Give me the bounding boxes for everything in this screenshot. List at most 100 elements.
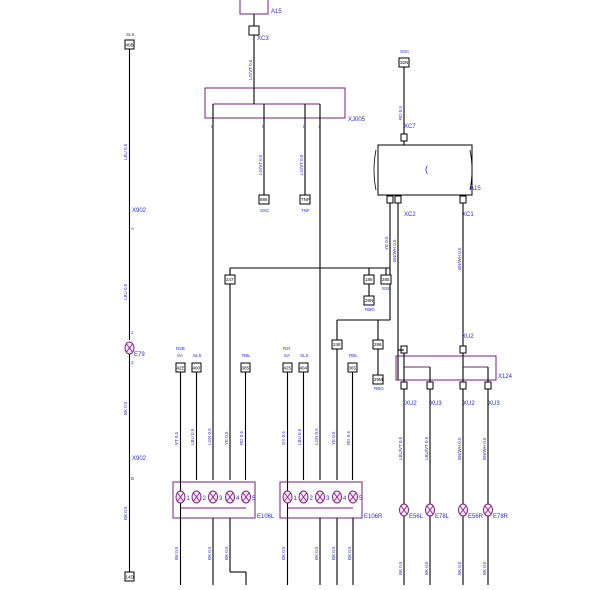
- svg-text:BK 0.5: BK 0.5: [123, 506, 128, 520]
- svg-text:BN/WH 0.5: BN/WH 0.5: [482, 437, 487, 460]
- e78l-label: E78L: [435, 514, 450, 520]
- svg-text:RBL: RBL: [242, 353, 251, 358]
- svg-text:40B: 40B: [126, 43, 134, 48]
- svg-text:BK 0.5: BK 0.5: [123, 401, 128, 415]
- x124-connector: [395, 355, 497, 381]
- svg-text:BK 0.5: BK 0.5: [398, 561, 403, 575]
- svg-text:B: B: [131, 476, 134, 481]
- svg-text:7: 7: [318, 124, 321, 129]
- pin-number: 4: [236, 496, 240, 502]
- svg-text:SA: SA: [284, 353, 290, 358]
- svg-text:SSC: SSC: [382, 286, 392, 291]
- x902-a-label: X902: [132, 208, 147, 214]
- svg-text:VT 0.5: VT 0.5: [174, 431, 179, 445]
- svg-text:286: 286: [374, 342, 382, 347]
- x902-b-label: X902: [132, 456, 147, 462]
- svg-text:RBG: RBG: [374, 386, 384, 391]
- lamp: 3: [315, 490, 330, 504]
- pin-number: 1: [294, 496, 298, 502]
- lamp-e78l: [425, 503, 435, 517]
- svg-text:LBU/VT 0.5: LBU/VT 0.5: [424, 436, 429, 460]
- svg-text:1: 1: [131, 330, 134, 335]
- a15-mid-label: A15: [470, 186, 481, 192]
- svg-text:385: 385: [242, 366, 250, 371]
- lamp: 4: [332, 490, 347, 504]
- svg-text:BK 0.5: BK 0.5: [224, 546, 229, 560]
- connector-block: [299, 194, 311, 205]
- svg-text:BN/WH 0.5: BN/WH 0.5: [457, 437, 462, 460]
- svg-text:8: 8: [303, 124, 306, 129]
- svg-text:LBU 0.5: LBU 0.5: [190, 428, 195, 445]
- svg-text:LBU 0.5: LBU 0.5: [123, 283, 128, 300]
- xu2-l-label: XU2: [405, 401, 417, 407]
- svg-text:425: 425: [284, 366, 292, 371]
- svg-text:(: (: [425, 164, 428, 174]
- svg-text:BK 0.5: BK 0.5: [207, 546, 212, 560]
- lamp-e78r: [483, 503, 493, 517]
- svg-text:RD 0.5: RD 0.5: [398, 105, 403, 120]
- svg-text:RBG: RBG: [365, 307, 375, 312]
- e56l-label: E56L: [409, 514, 424, 520]
- xu3-l-label: XU3: [430, 401, 442, 407]
- a15-top-label: A15: [271, 9, 282, 15]
- svg-text:LGN 0.5: LGN 0.5: [207, 428, 212, 445]
- lamp: 1: [282, 490, 298, 504]
- connector-block: [380, 274, 392, 285]
- xj005-splice-housing: [204, 87, 346, 119]
- svg-text:RD 0.5: RD 0.5: [346, 430, 351, 445]
- svg-text:BN/WH 0.5: BN/WH 0.5: [457, 247, 462, 270]
- svg-text:285: 285: [382, 277, 390, 282]
- svg-text:5: 5: [262, 124, 265, 129]
- connector-block: [363, 295, 375, 306]
- xc3-label: XC3: [257, 36, 269, 42]
- connector-block: [124, 571, 135, 582]
- svg-text:400: 400: [193, 366, 201, 371]
- lamp: 5: [348, 490, 363, 504]
- svg-text:TNF: TNF: [301, 197, 310, 202]
- svg-text:BK 0.5: BK 0.5: [347, 546, 352, 560]
- svg-text:BK 0.5: BK 0.5: [424, 561, 429, 575]
- svg-text:LBU 0.5: LBU 0.5: [123, 143, 128, 160]
- xu2-top-label: XU2: [462, 334, 474, 340]
- e106r-label: E106R: [364, 514, 383, 520]
- lamp: 2: [298, 490, 314, 504]
- svg-text:RD 0.5: RD 0.5: [239, 430, 244, 445]
- lamp: 5: [241, 490, 256, 504]
- pin-number: 2: [203, 496, 207, 502]
- wire-code: LG/VT 0.5: [248, 59, 253, 80]
- svg-text:14D: 14D: [126, 575, 135, 580]
- svg-text:LGN 0.5: LGN 0.5: [314, 428, 319, 445]
- e106l-label: E106L: [257, 514, 275, 520]
- connector-block: [372, 374, 384, 385]
- connector-block: [258, 194, 270, 205]
- svg-text:BK 0.5: BK 0.5: [281, 546, 286, 560]
- pin-number: 5: [252, 496, 256, 502]
- svg-text:SLS: SLS: [300, 353, 309, 358]
- lamp-e56r: [458, 503, 468, 517]
- svg-text:YE 0.5: YE 0.5: [224, 431, 229, 445]
- svg-text:YE 0.5: YE 0.5: [384, 236, 389, 250]
- pin-number: 3: [326, 496, 330, 502]
- lamp: 1: [175, 490, 191, 504]
- lamp-e56l: [399, 503, 409, 517]
- svg-text:886: 886: [260, 197, 268, 202]
- e79-label: E79: [134, 352, 145, 358]
- svg-text:GY 0.5: GY 0.5: [281, 431, 286, 445]
- svg-text:SLS: SLS: [193, 353, 202, 358]
- svg-text:BK 0.5: BK 0.5: [457, 561, 462, 575]
- x124-label: X124: [498, 374, 513, 380]
- e78r-label: E78R: [493, 514, 509, 520]
- pin-number: 5: [359, 496, 363, 502]
- svg-text:LG/VT 0.5: LG/VT 0.5: [299, 154, 304, 175]
- connector-block: [248, 25, 260, 36]
- lamp: 3: [208, 490, 223, 504]
- svg-text:TNF: TNF: [301, 208, 310, 213]
- svg-text:247: 247: [226, 277, 234, 282]
- svg-text:186: 186: [365, 277, 373, 282]
- e106r-housing: [279, 481, 363, 519]
- xj005-label: XJ005: [348, 117, 366, 123]
- pin-number: 1: [187, 496, 191, 502]
- svg-text:SSC: SSC: [400, 49, 410, 54]
